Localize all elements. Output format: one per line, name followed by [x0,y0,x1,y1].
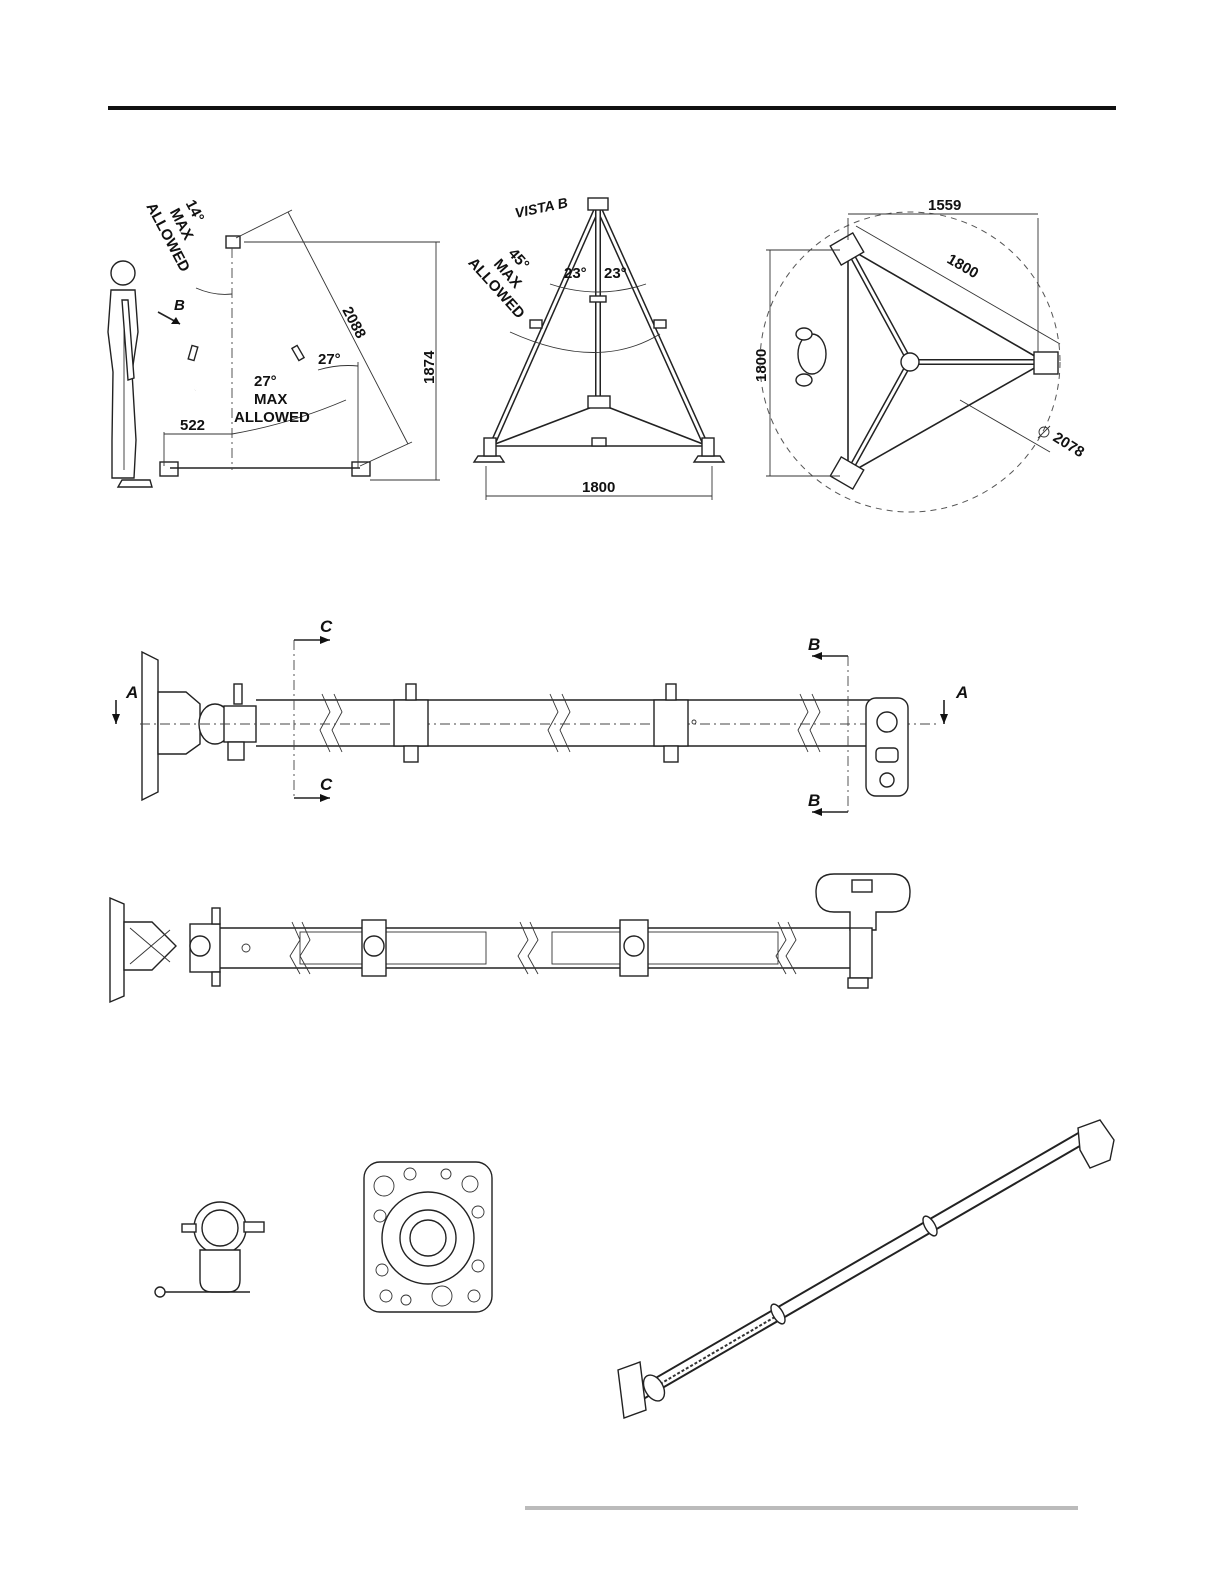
max-mid-label: MAX [254,391,287,408]
plan-diag-dim: 1800 [944,251,981,282]
plan-height-dim: 1800 [753,349,770,382]
circle-dia-dim: 2078 [1050,429,1087,461]
plan-view: 1559 1800 1800 2078 [753,197,1087,512]
human-top-view [796,328,826,386]
plan-width-dim: 1559 [928,197,961,214]
leg-elevation: C C B B A A [112,617,968,816]
angle-27-right: 27° [318,351,341,368]
offset-dim: 522 [180,417,205,434]
vista-b-label: VISTA B [513,194,569,221]
head-detail [155,1202,264,1297]
angle-27-mid: 27° [254,373,277,390]
base-width-dim: 1800 [582,479,615,496]
section-c-top: C [320,617,333,636]
view-arrow-label: B [174,297,185,314]
height-dim: 1874 [421,350,438,384]
human-figure [108,261,152,487]
leg-length-dim: 2088 [338,304,369,341]
leg-isometric [618,1120,1114,1418]
side-view: B 14° MAX ALLOWED 2088 18 [108,183,440,487]
section-b-top: B [808,635,820,654]
leg-section [110,874,910,1002]
angle-23-right: 23° [604,265,627,282]
section-b-bottom: B [808,791,820,810]
angle-23-left: 23° [564,265,587,282]
section-a-right: A [955,683,968,702]
allowed-mid-label: ALLOWED [234,409,310,426]
section-a-left: A [125,683,138,702]
base-plate-detail [364,1162,492,1312]
section-c-bottom: C [320,775,333,794]
front-view: VISTA B 23° 23° 45° MAX ALLOWED [465,194,724,500]
